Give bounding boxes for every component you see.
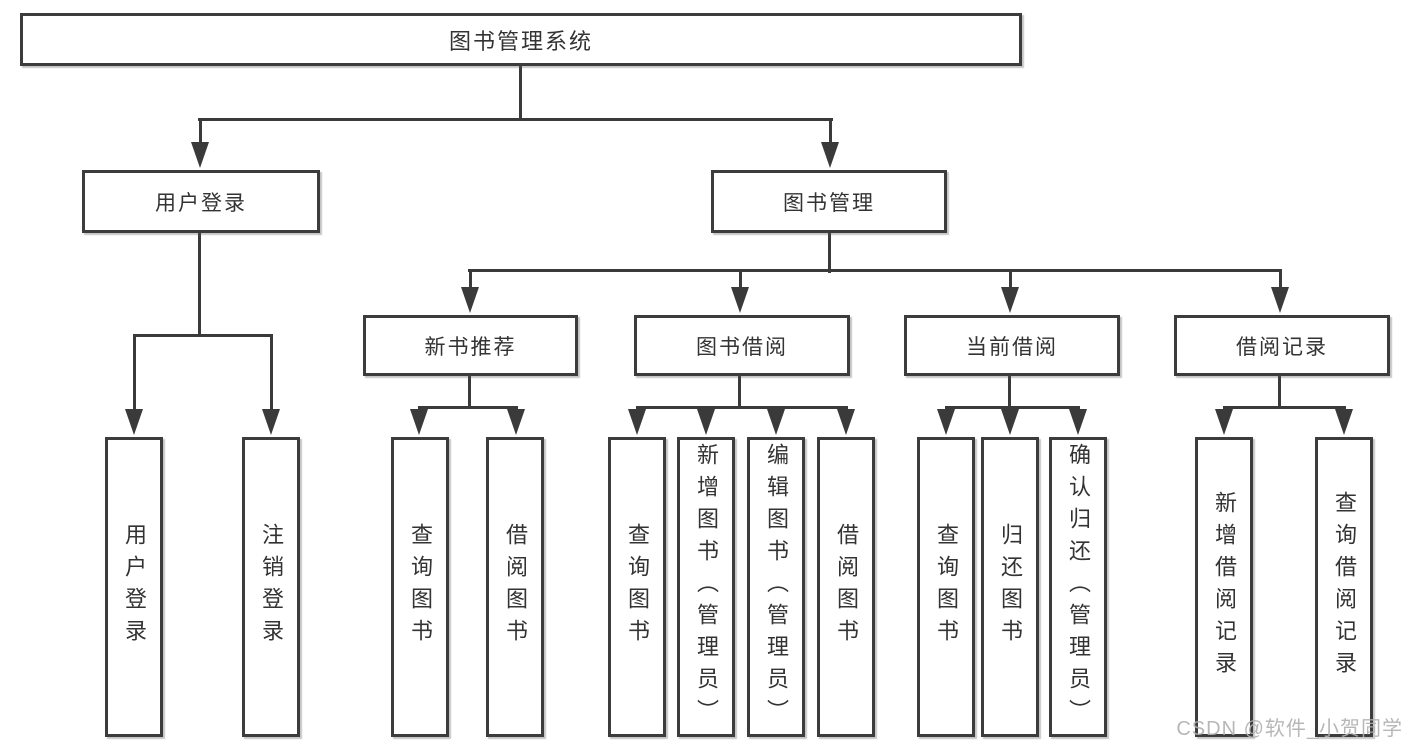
node-cb-return-book: 归还图书 — [981, 437, 1039, 737]
node-leaf-user-login: 用户登录 — [105, 437, 163, 737]
node-label: 借阅图书 — [503, 523, 528, 651]
connector-line — [197, 233, 201, 337]
arrowhead-down-icon — [191, 142, 209, 168]
connector-line — [132, 337, 136, 415]
connector-line — [418, 405, 518, 409]
node-bb-borrow-book: 借阅图书 — [817, 437, 875, 737]
node-user-login: 用户登录 — [82, 170, 320, 233]
arrowhead-down-icon — [1069, 409, 1087, 435]
connector-line — [1223, 405, 1346, 409]
node-cb-query-book: 查询图书 — [917, 437, 975, 737]
node-book-mgmt: 图书管理 — [711, 170, 947, 233]
arrowhead-down-icon — [767, 409, 785, 435]
node-label: 查询借阅记录 — [1332, 491, 1357, 683]
arrowhead-down-icon — [125, 409, 143, 435]
arrowhead-down-icon — [821, 142, 839, 168]
connector-line — [269, 337, 273, 415]
arrowhead-down-icon — [937, 409, 955, 435]
connector-line — [636, 405, 848, 409]
node-label: 图书借阅 — [696, 335, 788, 359]
node-book-borrow: 图书借阅 — [634, 315, 850, 376]
node-label: 新增借阅记录 — [1212, 491, 1237, 683]
node-label: 编辑图书（管理员） — [764, 443, 789, 731]
node-label: 查询图书 — [934, 523, 959, 651]
connector-line — [1008, 270, 1012, 293]
node-label: 查询图书 — [625, 523, 650, 651]
watermark: CSDN @软件_小贺同学 — [1176, 718, 1403, 740]
node-label: 当前借阅 — [966, 335, 1058, 359]
connector-line — [1277, 376, 1281, 409]
connector-line — [198, 117, 833, 121]
node-label: 用户登录 — [122, 523, 147, 651]
node-cb-confirm-return: 确认归还（管理员） — [1049, 437, 1107, 737]
arrowhead-down-icon — [1271, 287, 1289, 313]
node-bb-query-book: 查询图书 — [608, 437, 666, 737]
connector-line — [198, 119, 202, 148]
arrowhead-down-icon — [507, 409, 525, 435]
node-label: 注销登录 — [259, 523, 284, 651]
arrowhead-down-icon — [262, 409, 280, 435]
node-leaf-logout: 注销登录 — [242, 437, 300, 737]
arrowhead-down-icon — [1335, 409, 1353, 435]
connector-line — [468, 270, 472, 293]
node-label: 新书推荐 — [424, 335, 517, 359]
connector-line — [1278, 270, 1282, 293]
node-rec-borrow-book: 借阅图书 — [486, 437, 544, 737]
arrowhead-down-icon — [1001, 409, 1019, 435]
connector-line — [827, 233, 831, 273]
connector-line — [738, 270, 742, 293]
connector-line — [467, 376, 471, 409]
node-label: 归还图书 — [998, 523, 1023, 651]
connector-line — [737, 376, 741, 409]
node-bb-add-book: 新增图书（管理员） — [677, 437, 735, 737]
node-br-add-record: 新增借阅记录 — [1195, 437, 1253, 737]
arrowhead-down-icon — [697, 409, 715, 435]
node-new-book-rec: 新书推荐 — [363, 315, 578, 376]
node-borrow-records: 借阅记录 — [1174, 315, 1390, 376]
connector-line — [518, 66, 522, 121]
arrowhead-down-icon — [410, 409, 428, 435]
connector-line — [133, 333, 273, 337]
arrowhead-down-icon — [837, 409, 855, 435]
node-label: 查询图书 — [408, 523, 433, 651]
arrowhead-down-icon — [1215, 409, 1233, 435]
node-label: 借阅记录 — [1236, 335, 1328, 359]
node-rec-query-book: 查询图书 — [391, 437, 449, 737]
node-label: 用户登录 — [155, 191, 247, 215]
node-current-borrow: 当前借阅 — [904, 315, 1120, 376]
connector-line — [945, 405, 1080, 409]
arrowhead-down-icon — [1001, 287, 1019, 313]
node-label: 新增图书（管理员） — [694, 443, 719, 731]
connector-line — [468, 268, 1282, 272]
arrowhead-down-icon — [461, 287, 479, 313]
node-label: 图书管理系统 — [448, 28, 593, 54]
node-root: 图书管理系统 — [20, 13, 1022, 66]
connector-line — [828, 119, 832, 148]
connector-line — [1007, 376, 1011, 409]
node-label: 图书管理 — [783, 191, 875, 215]
node-br-query-record: 查询借阅记录 — [1315, 437, 1373, 737]
arrowhead-down-icon — [628, 409, 646, 435]
node-label: 确认归还（管理员） — [1066, 443, 1091, 731]
node-label: 借阅图书 — [834, 523, 859, 651]
node-bb-edit-book: 编辑图书（管理员） — [747, 437, 805, 737]
arrowhead-down-icon — [731, 287, 749, 313]
